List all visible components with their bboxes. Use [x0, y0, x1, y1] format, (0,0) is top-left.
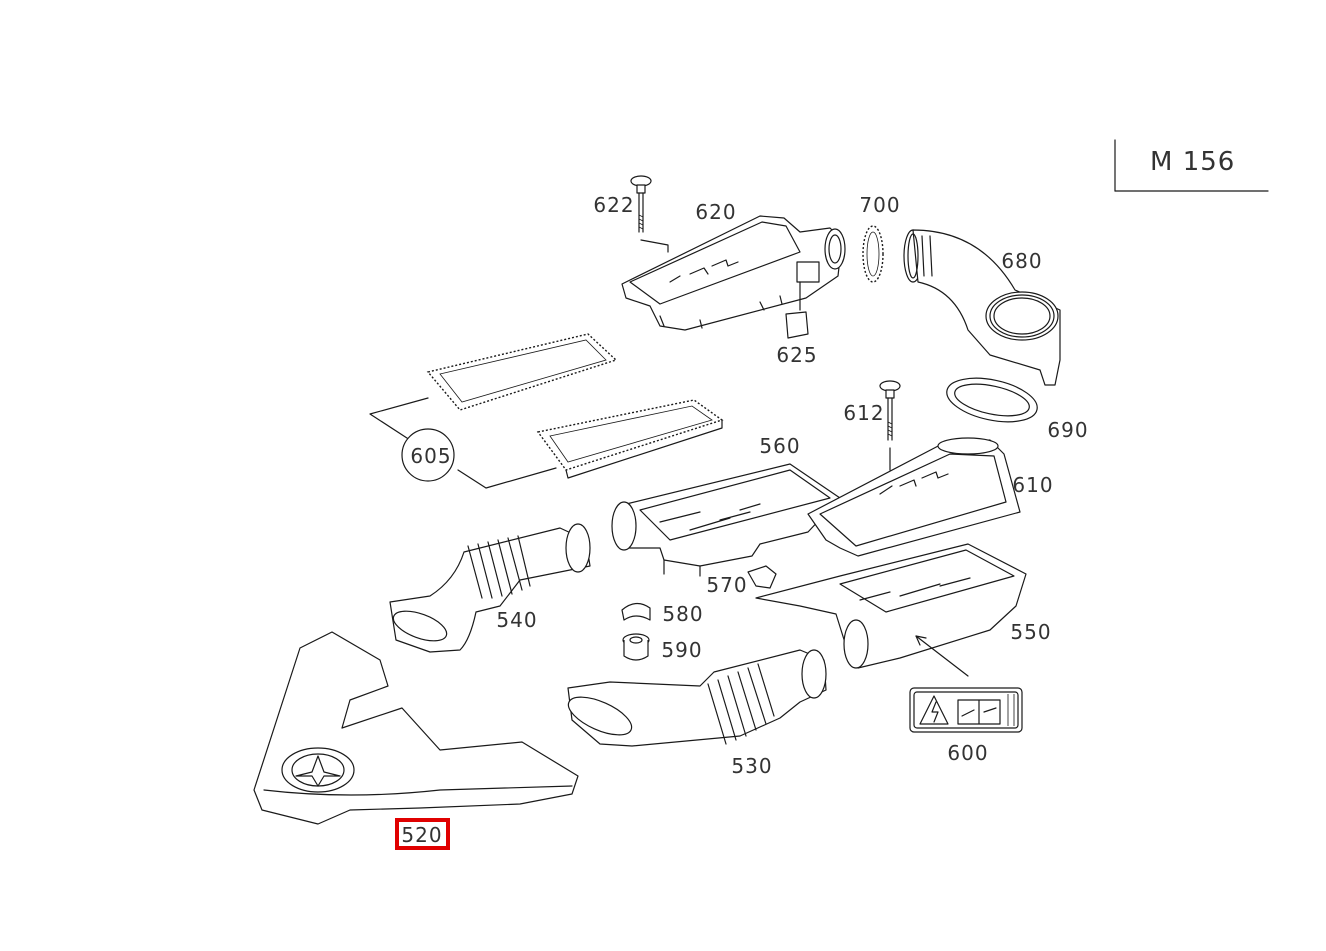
part-680-duct[interactable]	[903, 229, 1061, 386]
part-labels: 520 530 540 550 560 570 580 590 600 605 …	[401, 193, 1088, 847]
part-550-lower-housing[interactable]	[755, 543, 1027, 669]
part-605-filter-elements[interactable]	[369, 333, 724, 489]
label-690[interactable]: 690	[1047, 418, 1088, 442]
label-625[interactable]: 625	[776, 343, 817, 367]
label-520[interactable]: 520	[401, 823, 442, 847]
label-600[interactable]: 600	[947, 741, 988, 765]
engine-code-text: M 156	[1150, 147, 1235, 177]
part-520-engine-cover[interactable]	[253, 631, 579, 825]
part-580-clamp[interactable]	[621, 602, 651, 621]
label-560[interactable]: 560	[759, 434, 800, 458]
label-530[interactable]: 530	[731, 754, 772, 778]
label-610[interactable]: 610	[1012, 473, 1053, 497]
part-622-screw[interactable]	[630, 175, 669, 253]
part-700-gasket[interactable]	[862, 225, 884, 283]
label-540[interactable]: 540	[496, 608, 537, 632]
part-560-lower-housing[interactable]	[611, 463, 841, 577]
part-600-warning-label[interactable]	[909, 687, 1023, 733]
part-610-cover[interactable]	[807, 437, 1021, 557]
label-570[interactable]: 570	[706, 573, 747, 597]
part-690-seal-ring[interactable]	[943, 371, 1041, 429]
label-700[interactable]: 700	[859, 193, 900, 217]
label-590[interactable]: 590	[661, 638, 702, 662]
part-612-screw[interactable]	[879, 380, 901, 471]
part-620-filter-cover[interactable]	[621, 215, 846, 331]
label-622[interactable]: 622	[593, 193, 634, 217]
label-612[interactable]: 612	[843, 401, 884, 425]
label-605[interactable]: 605	[410, 444, 451, 468]
part-590-grommet[interactable]	[622, 633, 650, 661]
label-580[interactable]: 580	[662, 602, 703, 626]
part-540-intake-duct[interactable]	[389, 523, 591, 653]
label-550[interactable]: 550	[1010, 620, 1051, 644]
part-570-clip[interactable]	[747, 565, 777, 589]
pointer-arrow	[915, 635, 969, 677]
part-530-intake-duct[interactable]	[563, 649, 827, 747]
part-625-sensor[interactable]	[785, 281, 809, 339]
highlight-box-520	[395, 818, 450, 850]
label-620[interactable]: 620	[695, 200, 736, 224]
engine-code-box: M 156	[1114, 139, 1269, 192]
label-680[interactable]: 680	[1001, 249, 1042, 273]
